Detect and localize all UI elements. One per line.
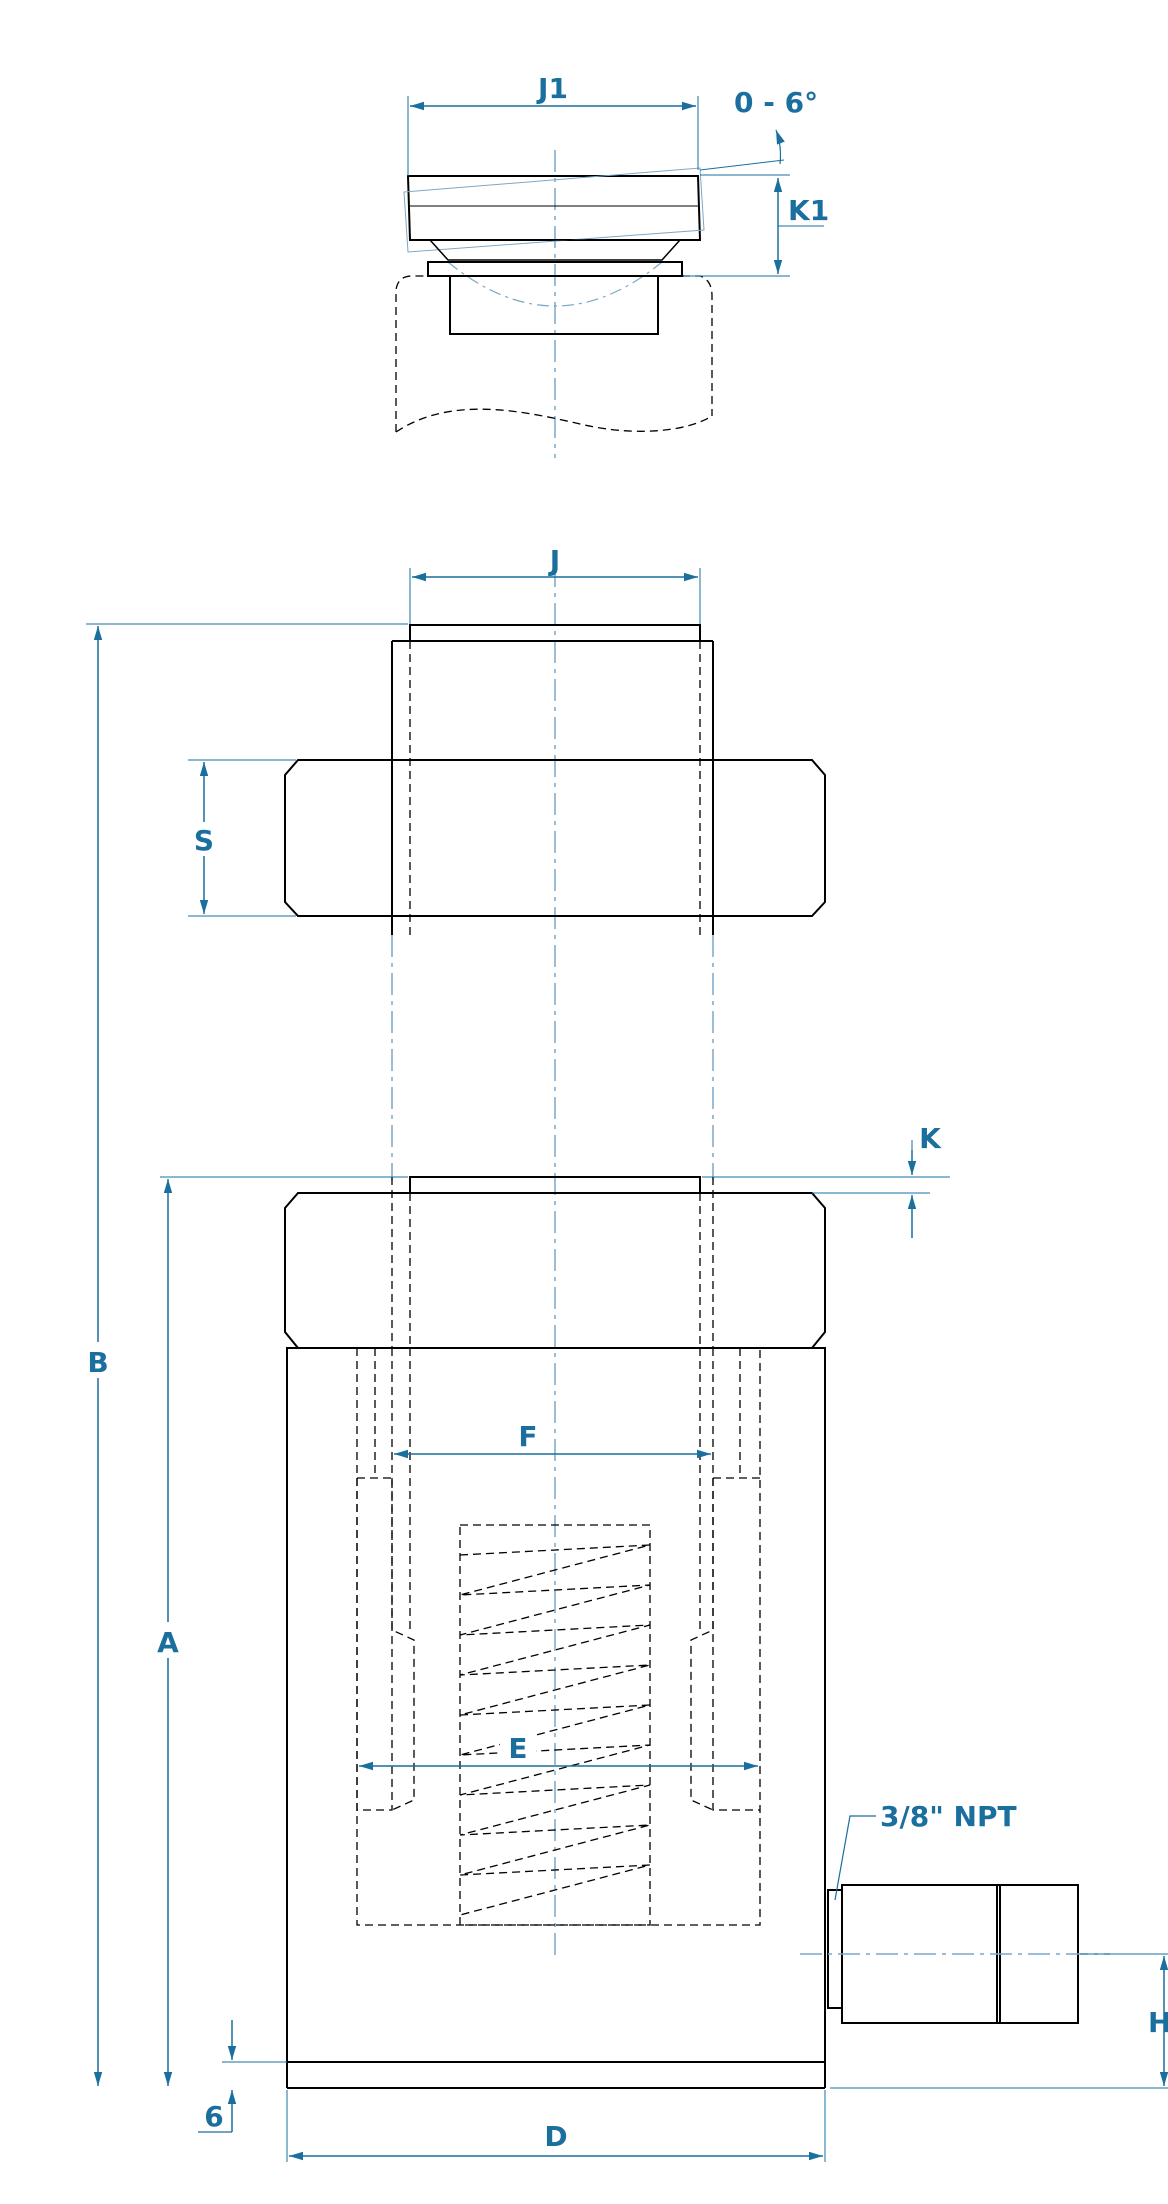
label-b: B: [87, 1346, 108, 1379]
dim-b: B: [84, 623, 408, 2086]
dim-k: K: [702, 1122, 950, 1238]
label-a: A: [157, 1626, 179, 1659]
dim-j: J: [409, 544, 701, 624]
dim-d: D: [286, 2090, 826, 2162]
dim-f: F: [394, 1420, 711, 1459]
label-e: E: [508, 1732, 527, 1765]
label-j: J: [548, 544, 560, 577]
label-s: S: [194, 824, 214, 857]
cylinder-body: [284, 565, 1110, 2089]
label-h: H: [1148, 2006, 1168, 2039]
label-d: D: [544, 2120, 567, 2153]
label-f: F: [518, 1420, 537, 1453]
dim-j1: J1: [407, 72, 699, 176]
dim-six: 6: [198, 2020, 287, 2133]
saddle-detail: [395, 150, 713, 458]
label-angle: 0 - 6°: [734, 86, 818, 119]
label-npt: 3/8" NPT: [880, 1800, 1017, 1833]
label-k: K: [919, 1122, 942, 1155]
dim-e: E: [359, 1732, 758, 1771]
dim-k1: K1: [684, 178, 829, 277]
dim-a: A: [154, 1176, 408, 2086]
label-six: 6: [204, 2100, 223, 2133]
dim-npt: 3/8" NPT: [834, 1800, 1017, 1901]
dim-angle: 0 - 6°: [699, 86, 818, 176]
label-k1: K1: [788, 194, 829, 227]
return-spring: [459, 1524, 651, 1926]
label-j1: J1: [536, 72, 568, 105]
dim-s: S: [188, 759, 296, 917]
dim-h: H: [830, 1953, 1168, 2089]
coupler: [800, 1884, 1110, 2024]
